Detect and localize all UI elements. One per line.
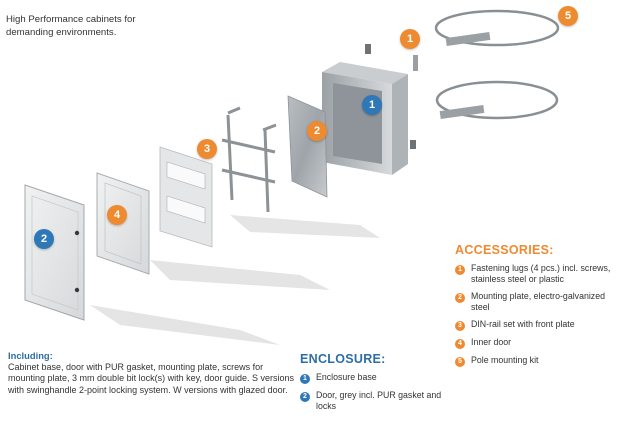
enclosure-item-text: Door, grey incl. PUR gasket and locks — [316, 390, 442, 411]
accessory-item-number: 5 — [455, 357, 465, 367]
accessories-heading: ACCESSORIES: — [455, 243, 554, 257]
inner-door — [96, 172, 150, 275]
accessory-item-text: Inner door — [471, 337, 512, 347]
badge-inner-door: 4 — [107, 205, 127, 225]
accessory-item: 1 Fastening lugs (4 pcs.) incl. screws, … — [455, 263, 620, 285]
enclosure-item: 2 Door, grey incl. PUR gasket and locks — [300, 390, 450, 412]
accessory-item-number: 1 — [455, 265, 465, 275]
badge-pole-mounting: 5 — [558, 6, 578, 26]
badge-door: 2 — [34, 229, 54, 249]
accessory-item-text: DIN-rail set with front plate — [471, 319, 575, 329]
badge-din-rail: 3 — [197, 139, 217, 159]
fastening-lug — [365, 44, 371, 54]
accessory-item: 2 Mounting plate, electro-galvanized ste… — [455, 291, 620, 313]
pole-mounting-kit-bottom — [435, 80, 559, 120]
accessory-item: 3 DIN-rail set with front plate — [455, 319, 620, 331]
front-plate — [159, 146, 213, 248]
accessory-item-number: 2 — [455, 293, 465, 303]
accessory-item-text: Fastening lugs (4 pcs.) incl. screws, st… — [471, 263, 611, 284]
fastening-lug — [413, 55, 418, 71]
accessories-section: ACCESSORIES: 1 Fastening lugs (4 pcs.) i… — [455, 243, 620, 373]
mounting-plate — [287, 95, 328, 198]
enclosure-heading: ENCLOSURE: — [300, 352, 386, 366]
pole-mounting-kit-top — [434, 9, 560, 47]
cabinet-base — [322, 62, 408, 175]
enclosure-item-text: Enclosure base — [316, 372, 377, 382]
cabinet-door — [24, 184, 85, 321]
accessory-item-text: Mounting plate, electro-galvanized steel — [471, 291, 605, 312]
badge-cabinet-base: 1 — [362, 95, 382, 115]
accessory-item-text: Pole mounting kit — [471, 355, 539, 365]
including-section: Including: Cabinet base, door with PUR g… — [8, 350, 298, 396]
accessory-item-number: 4 — [455, 339, 465, 349]
din-rail-set — [221, 106, 277, 213]
accessory-item: 5 Pole mounting kit — [455, 355, 620, 367]
fastening-lug — [410, 140, 416, 149]
badge-fastening-lug: 1 — [400, 29, 420, 49]
enclosure-item-number: 1 — [300, 374, 310, 384]
including-heading: Including: — [8, 350, 53, 361]
accessory-item: 4 Inner door — [455, 337, 620, 349]
enclosure-item-number: 2 — [300, 392, 310, 402]
enclosure-item: 1 Enclosure base — [300, 372, 450, 384]
badge-mounting-plate: 2 — [307, 121, 327, 141]
enclosure-section: ENCLOSURE: 1 Enclosure base 2 Door, grey… — [300, 352, 450, 418]
accessory-item-number: 3 — [455, 321, 465, 331]
including-body: Cabinet base, door with PUR gasket, moun… — [8, 361, 294, 395]
floor-shadow — [90, 215, 380, 345]
intro-text: High Performance cabinets for demanding … — [6, 14, 136, 38]
